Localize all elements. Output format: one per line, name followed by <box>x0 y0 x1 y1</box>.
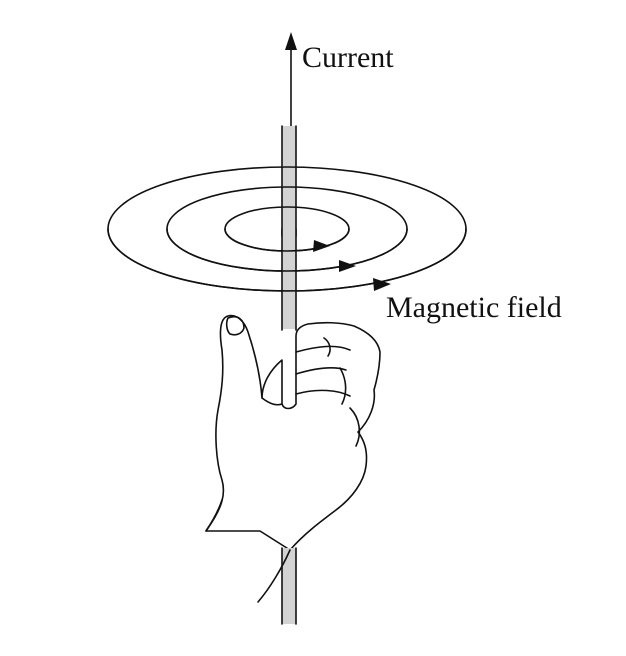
wire-upper <box>281 125 297 237</box>
arrowhead-inner <box>313 240 330 252</box>
arrowhead-middle <box>339 260 356 272</box>
current-label: Current <box>302 41 394 74</box>
field-ring-front-arcs <box>107 228 467 292</box>
wire-lower <box>257 547 297 625</box>
wire-through-rings <box>281 228 297 331</box>
magnetic-field-label: Magnetic field <box>386 291 562 324</box>
thumbnail <box>225 315 245 336</box>
field-direction-arrows <box>313 240 391 291</box>
arrowhead-outer <box>373 278 391 291</box>
hand <box>205 314 381 551</box>
